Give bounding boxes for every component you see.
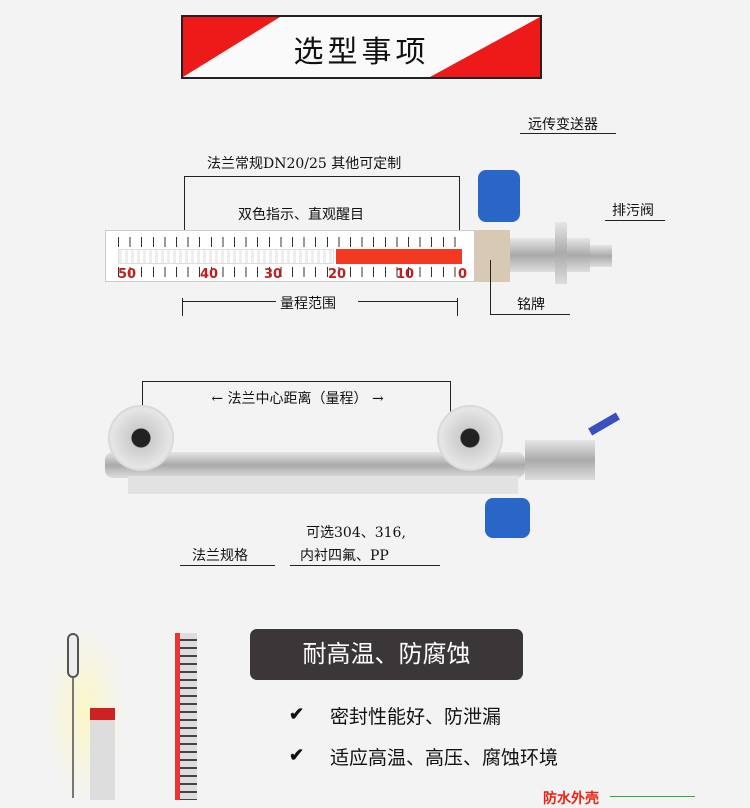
check-icon: ✔	[289, 745, 305, 766]
check-icon: ✔	[289, 704, 305, 725]
section-title: 选型事项	[293, 35, 430, 70]
scale-number: 40	[200, 267, 219, 282]
scale-ticks-bottom	[118, 267, 462, 277]
transmitter-housing	[478, 170, 520, 222]
pipe	[510, 238, 590, 272]
scale-number: 0	[458, 267, 468, 282]
flange-side	[555, 222, 567, 284]
leader-line	[180, 565, 275, 566]
flange-distance-text: 法兰中心距离（量程）	[227, 391, 368, 407]
scale-product-image	[175, 633, 197, 800]
indicator-rail	[128, 476, 518, 494]
scale-ticks-top	[118, 237, 462, 247]
leader-line	[610, 796, 695, 797]
red-triangle-right	[430, 17, 540, 77]
red-triangle-left	[183, 17, 280, 77]
nameplate-label: 铭牌	[517, 297, 545, 313]
material-line2: 内衬四氟、PP	[300, 548, 389, 564]
display-note: 双色指示、直观醒目	[238, 207, 364, 223]
nameplate	[475, 230, 510, 282]
leader-line	[605, 220, 665, 221]
nameplate-leader	[490, 260, 491, 315]
flange-distance-label: ← 法兰中心距离（量程） →	[211, 391, 384, 407]
range-line-right	[358, 301, 458, 302]
flange-bracket	[184, 176, 460, 177]
range-line-left	[182, 301, 276, 302]
float-product-image	[45, 625, 125, 800]
end-flange	[525, 440, 595, 480]
distance-bracket	[142, 381, 451, 382]
drain-valve	[590, 245, 612, 267]
drain-valve-label: 排污阀	[612, 203, 654, 219]
scale-number: 50	[118, 267, 137, 282]
bracket-right	[450, 381, 451, 433]
scale-number: 20	[328, 267, 347, 282]
transmitter-label: 远传变送器	[528, 117, 598, 133]
waterproof-label: 防水外壳	[543, 791, 599, 807]
material-line1: 可选304、316,	[306, 525, 406, 541]
bracket-right	[459, 176, 460, 230]
flange-spec-label: 法兰规格	[192, 548, 248, 564]
bracket-left	[184, 176, 185, 230]
range-tick-left	[182, 298, 183, 316]
scale-number: 10	[396, 267, 415, 282]
flange-note: 法兰常规DN20/25 其他可定制	[207, 156, 402, 172]
range-tick-right	[457, 298, 458, 316]
flange-right	[437, 405, 503, 471]
valve-handle	[588, 412, 620, 436]
range-label: 量程范围	[280, 296, 336, 312]
feature-banner: 耐高温、防腐蚀	[250, 629, 523, 680]
scale-empty	[118, 249, 334, 264]
leader-line	[290, 565, 440, 566]
section-title-banner: 选型事项	[181, 15, 542, 79]
feature-item: 密封性能好、防泄漏	[330, 706, 502, 728]
scale-filled	[336, 249, 462, 264]
flange-left	[108, 405, 174, 471]
feature-item: 适应高温、高压、腐蚀环境	[330, 747, 559, 769]
transmitter-housing	[485, 498, 530, 538]
scale-number: 30	[264, 267, 283, 282]
level-gauge-scale: 50 40 30 20 10 0	[105, 230, 475, 282]
nameplate-leader-h	[490, 314, 570, 315]
leader-line	[520, 133, 616, 134]
